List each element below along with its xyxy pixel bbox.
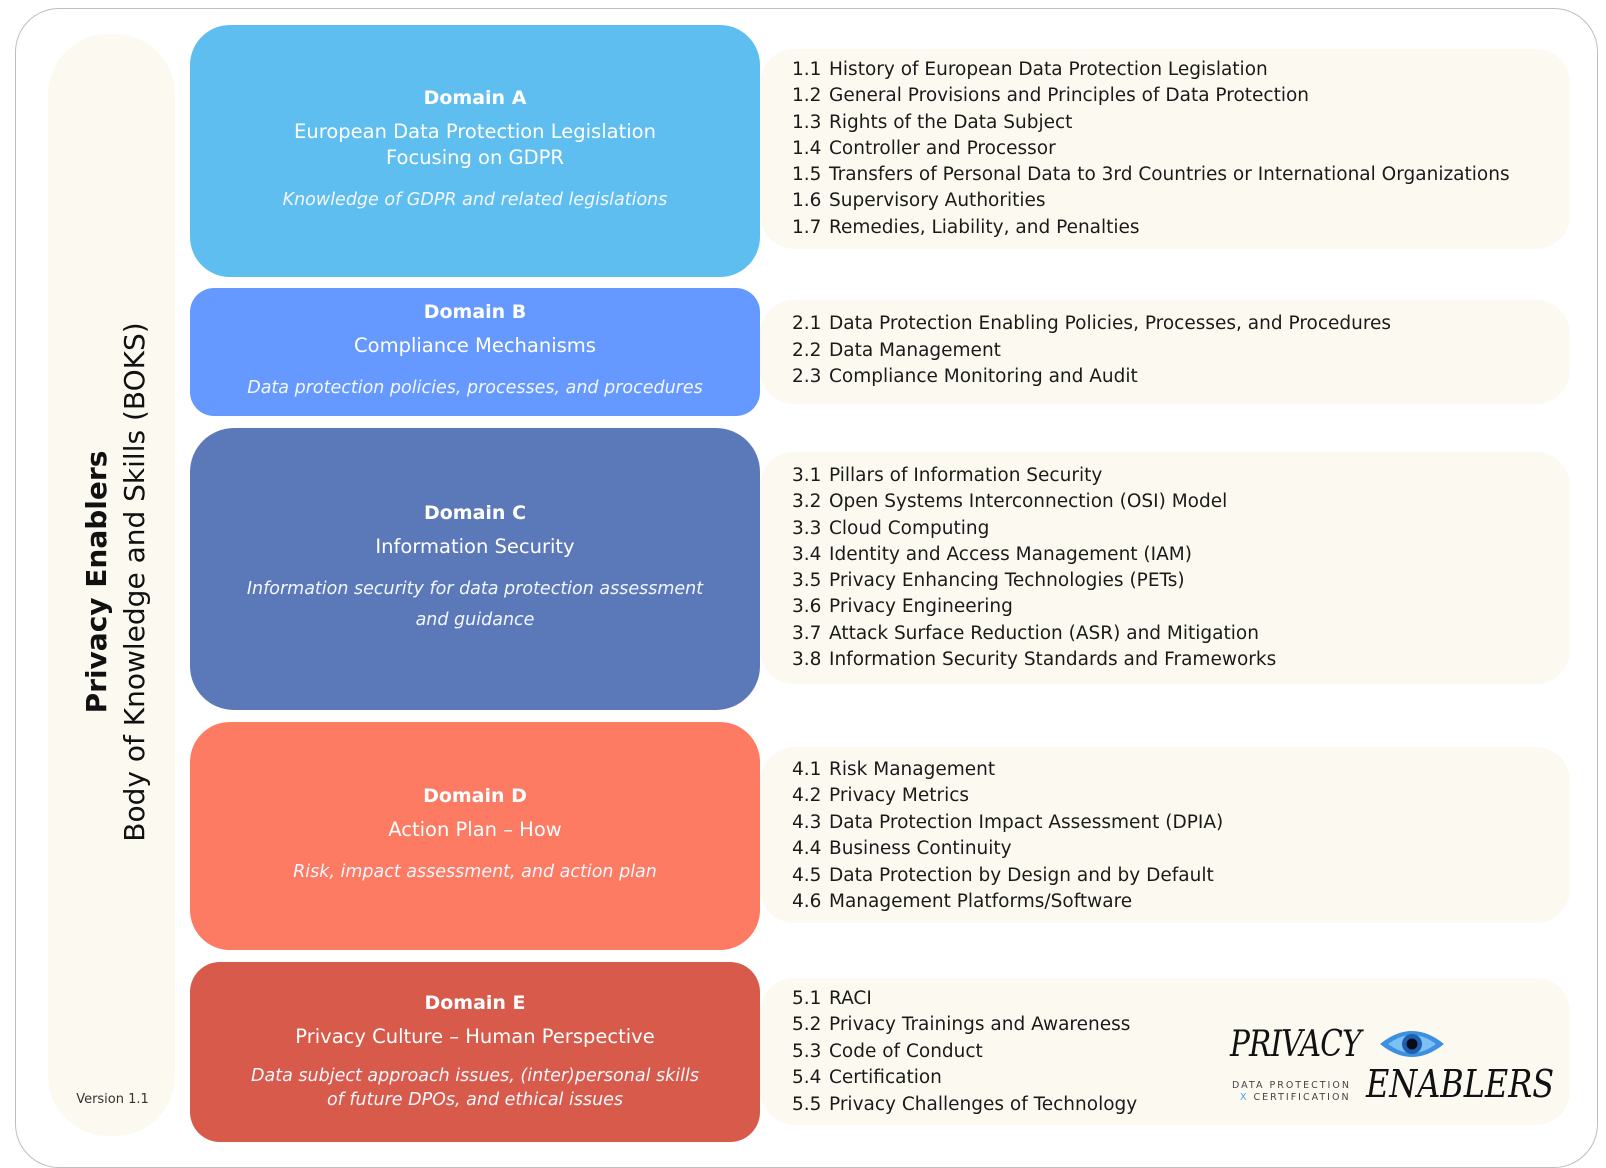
logo-word-privacy: PRIVACY bbox=[1230, 1024, 1362, 1065]
domain-c-title: Domain C bbox=[423, 502, 527, 524]
domain-a-title: Domain A bbox=[423, 86, 527, 109]
domain-a-name-line: European Data Protection Legislation bbox=[294, 119, 656, 143]
domain-c-description-line: and guidance bbox=[415, 610, 535, 630]
logo-subtitle-line1: DATA PROTECTION bbox=[1232, 1080, 1351, 1091]
domain-a-card: Domain A European Data Protection Legisl… bbox=[190, 25, 760, 277]
domain-e-card: Domain E Privacy Culture – Human Perspec… bbox=[190, 962, 760, 1142]
sidebar-panel bbox=[48, 34, 175, 1136]
domain-d-card: Domain D Action Plan – How Risk, impact … bbox=[190, 722, 760, 950]
domain-b-name-line: Compliance Mechanisms bbox=[354, 333, 596, 357]
domain-e-description-line: of future DPOs, and ethical issues bbox=[326, 1090, 624, 1110]
domain-c-card: Domain C Information Security Informatio… bbox=[190, 428, 760, 710]
sidebar-title-bold: Privacy Enablers bbox=[80, 450, 113, 714]
logo-word-enablers: ENABLERS bbox=[1366, 1062, 1555, 1106]
domain-e-items-panel bbox=[760, 978, 1570, 1125]
domain-b-description: Data protection policies, processes, and… bbox=[247, 377, 703, 398]
domain-c-items-panel bbox=[760, 452, 1570, 684]
sidebar-title-text: Body of Knowledge and Skills (BOKS) bbox=[118, 322, 151, 842]
domain-b-card: Domain B Compliance Mechanisms Data prot… bbox=[190, 288, 760, 416]
domain-b-items-panel bbox=[760, 300, 1570, 404]
domain-c-name-line: Information Security bbox=[375, 535, 575, 558]
eye-icon bbox=[1380, 1031, 1444, 1057]
version-label: Version 1.1 bbox=[76, 1092, 149, 1107]
logo-subtitle-line2: X CERTIFICATION bbox=[1240, 1092, 1351, 1103]
domain-a-name-line: Focusing on GDPR bbox=[386, 145, 564, 169]
domain-d-description: Risk, impact assessment, and action plan bbox=[293, 861, 657, 882]
domain-e-description-line: Data subject approach issues, (inter)per… bbox=[251, 1066, 699, 1086]
domain-e-name-line: Privacy Culture – Human Perspective bbox=[295, 1025, 655, 1048]
domain-b-title: Domain B bbox=[423, 300, 527, 323]
domain-d-title: Domain D bbox=[423, 784, 527, 807]
domain-a-items-panel bbox=[760, 49, 1570, 249]
domain-a-description: Knowledge of GDPR and related legislatio… bbox=[282, 189, 668, 210]
domain-d-name-line: Action Plan – How bbox=[388, 817, 562, 841]
domain-e-title: Domain E bbox=[424, 992, 526, 1014]
privacy-enablers-logo: PRIVACY DATA PROTECTION X CERTIFICATION … bbox=[1230, 1024, 1560, 1114]
domain-d-items-panel bbox=[760, 747, 1570, 923]
domain-c-description-line: Information security for data protection… bbox=[246, 579, 704, 599]
